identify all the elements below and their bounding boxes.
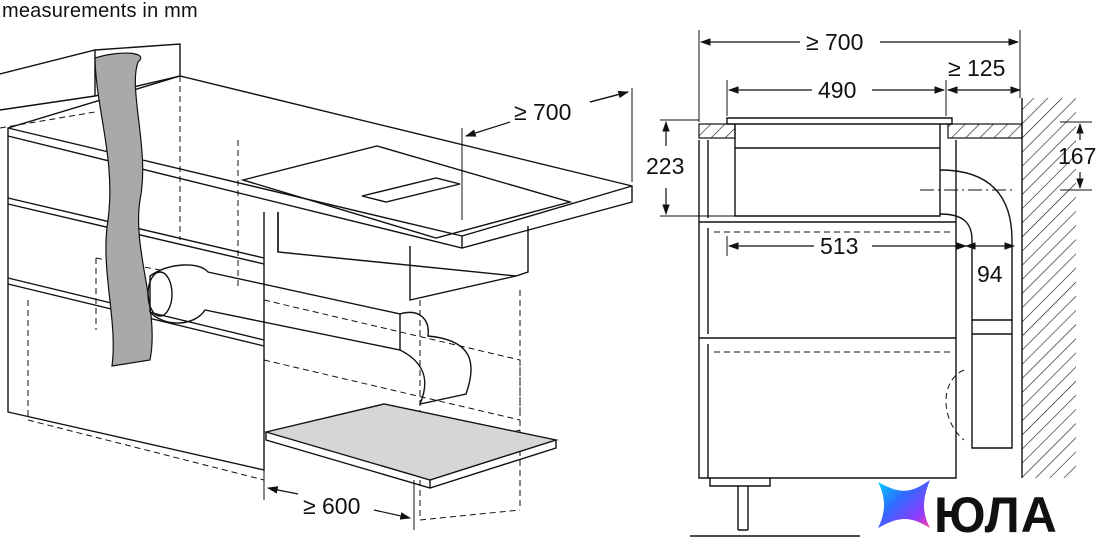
section-view: ≥ 700 490 ≥ 125 223 167 513 (646, 29, 1096, 537)
hob-dim-extensions (726, 80, 947, 116)
duct-pipe (149, 264, 401, 351)
left-depth-label: ≥ 700 (514, 99, 571, 125)
back-hidden-lines (0, 76, 239, 290)
cabinet-doors (699, 140, 956, 478)
wall-hatch (1022, 98, 1076, 478)
hob-height-label: 223 (646, 153, 684, 179)
cutout-depth-label: 513 (820, 233, 858, 259)
measurement-note: measurements in mm (2, 0, 198, 22)
width-dim-line-b (373, 509, 412, 520)
wall-duct (94, 52, 153, 367)
duct-hidden-bend (945, 369, 965, 441)
depth-dim-line-b (589, 90, 630, 103)
height-dim-extensions (660, 119, 735, 217)
hob-vent-slot (361, 177, 461, 203)
duct-vertical-section (971, 320, 1013, 449)
worktop-edges (7, 127, 633, 248)
plinth-tray (263, 403, 559, 481)
duct-width-label: 94 (977, 261, 1003, 287)
plinth-tray-edges (265, 432, 557, 489)
width-extension-lines (263, 470, 415, 530)
logo-star-icon (878, 480, 930, 528)
back-ledge (0, 43, 181, 111)
duct-elbow (399, 311, 472, 405)
duct-height-label: 167 (1058, 143, 1096, 169)
cabinet-leg (709, 478, 771, 531)
cabinet-front (7, 136, 265, 471)
logo-watermark: ЮЛА (878, 480, 1058, 543)
hob-width-label: 490 (818, 77, 856, 103)
hob-glass-section (726, 117, 953, 125)
duct-height-extensions (1060, 121, 1092, 191)
right-depth-label: ≥ 700 (806, 29, 863, 55)
wall-gap-label: ≥ 125 (948, 55, 1005, 81)
left-width-label: ≥ 600 (303, 493, 360, 519)
hob-body-section (734, 124, 941, 217)
worktop-section-right (947, 123, 1023, 139)
perspective-view: ≥ 700 ≥ 600 (0, 43, 633, 530)
duct-joint (147, 271, 173, 317)
cabinet-carcass (698, 140, 957, 479)
duct-elbow-section (939, 169, 1013, 321)
hob-body-edges (277, 212, 517, 301)
hob-glass (240, 145, 573, 239)
logo-text: ЮЛА (934, 487, 1058, 539)
worktop-section-left (698, 123, 736, 139)
width-dim-line-a (266, 486, 299, 495)
